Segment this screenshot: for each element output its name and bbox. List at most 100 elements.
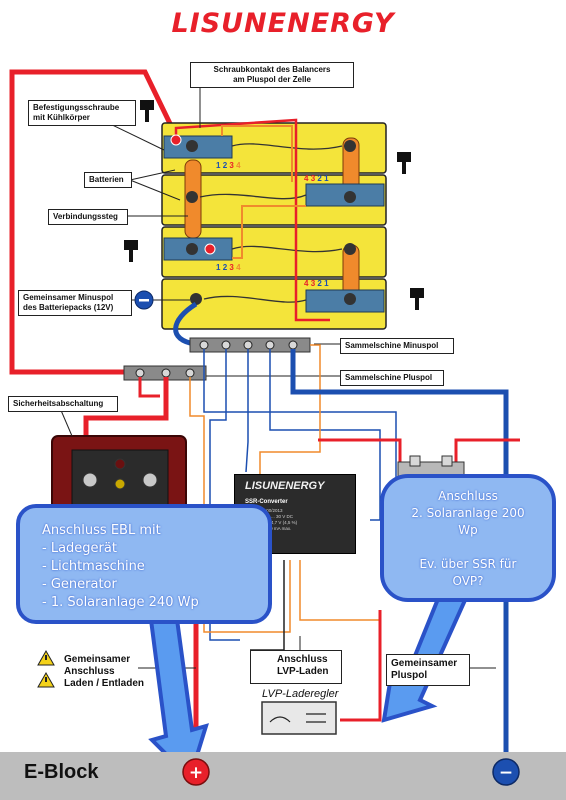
pin-number: 4 [236, 161, 241, 170]
callout-solar-2-connection: Anschluss 2. Solaranlage 200 Wp Ev. über… [380, 474, 556, 602]
pin-number: 1 [324, 279, 329, 288]
plus-terminal-icon [182, 758, 210, 786]
minus-terminal-icon [492, 758, 520, 786]
label-line: LVP-Laden [277, 666, 329, 677]
label-pointer [59, 407, 73, 437]
balancer-pin-numbers: 4 3 2 1 [304, 279, 329, 288]
callout-line: OVP? [452, 574, 484, 588]
callout-ebl-connection: Anschluss EBL mit - Ladegerät - Lichtmas… [16, 504, 272, 624]
cell-terminal [344, 293, 356, 305]
callout-line: - Ladegerät [42, 541, 117, 556]
callout-line: 2. Solaranlage 200 [411, 506, 525, 520]
batteries-label: Batterien [84, 172, 132, 188]
connector-bar-label: Verbindungssteg [48, 209, 128, 225]
pin-number: 3 [229, 263, 234, 272]
balancer-plus-wire [221, 125, 293, 182]
plus-marker [170, 134, 182, 146]
callout-line: Anschluss [438, 489, 498, 503]
callout-line: - 1. Solaranlage 240 Wp [42, 595, 199, 610]
label-line: Laden / Entladen [64, 678, 145, 689]
balancer-sense-wire [231, 143, 343, 150]
warning-icon [37, 649, 55, 666]
cell-terminal [186, 191, 198, 203]
balancer-pin-numbers: 1 2 3 4 [216, 161, 241, 170]
label-line: am Pluspol der Zelle [233, 75, 311, 84]
balancer-contact-label: Schraubkontakt des Balancers am Pluspol … [190, 62, 354, 88]
thin-orange-wire [259, 344, 321, 474]
label-line: Gemeinsamer [391, 658, 458, 669]
label-line: Anschluss [277, 654, 328, 665]
pin-number: 4 [304, 174, 309, 183]
label-line: Befestigungsschraube [33, 103, 120, 112]
label-line: Schraubkontakt des Balancers [213, 65, 331, 74]
relay-terminal [82, 472, 98, 488]
callout-line: - Generator [42, 577, 117, 592]
cell-terminal [186, 140, 198, 152]
balancer-plus-wire [232, 205, 306, 259]
red-output-wire [340, 610, 382, 722]
lvp-regulator-label: LVP-Laderegler [262, 688, 339, 700]
callout-line: - Lichtmaschine [42, 559, 145, 574]
pin-number: 1 [216, 263, 221, 272]
safety-cutoff-label: Sicherheitsabschaltung [8, 396, 118, 412]
pin-number: 3 [310, 174, 316, 183]
brand-logo: LISUNENERGY [171, 8, 395, 39]
callout-line: Ev. über SSR für [419, 557, 517, 571]
warning-icon [37, 671, 55, 688]
pin-number: 4 [236, 263, 241, 272]
blue-minus-wire [173, 301, 198, 347]
screw-icon [124, 240, 138, 262]
red-solar-wire [318, 438, 402, 470]
eblock-label: E-Block [24, 761, 99, 783]
ssr-title: SSR-Converter [245, 499, 288, 505]
balancer-plus-wire [174, 118, 330, 322]
red-plus-loop-wire [9, 69, 179, 370]
screw-icon [410, 288, 424, 310]
thin-orange-wire [299, 560, 380, 621]
label-line: Gemeinsamer Minuspol [23, 293, 114, 302]
red-solar-wire [454, 438, 520, 470]
pin-number: 1 [324, 174, 329, 183]
relay-terminal [142, 472, 158, 488]
cell-terminal [344, 140, 356, 152]
cell-terminal [190, 293, 202, 305]
eblock-bar [0, 752, 566, 800]
label-line: Pluspol [391, 670, 428, 681]
pin-number: 1 [216, 161, 221, 170]
label-pointer [129, 169, 176, 181]
relay-terminal [114, 478, 126, 490]
pin-number: 2 [222, 263, 228, 272]
thin-blue-wire [245, 349, 249, 473]
cell-terminal [186, 243, 198, 255]
plus-marker [204, 243, 216, 255]
pin-number: 2 [317, 279, 322, 288]
relay-terminal [114, 458, 126, 470]
balancer-pin-numbers: 1 2 3 4 [216, 263, 241, 272]
label-line: Gemeinsamer [64, 654, 131, 665]
pin-number: 2 [317, 174, 322, 183]
thin-blue-wire [269, 349, 381, 520]
lvp-regulator-box [261, 701, 337, 735]
battery-pack [161, 118, 387, 330]
screw-icon [397, 152, 411, 174]
pin-number: 3 [229, 161, 234, 170]
label-line: des Batteriepacks (12V) [23, 303, 114, 312]
common-pluspol-label: Gemeinsamer Pluspol [386, 654, 470, 686]
common-connection-label: Gemeinsamer Anschluss Laden / Entladen [64, 654, 144, 690]
label-line: Anschluss [64, 666, 115, 677]
balancer-pin-numbers: 4 3 2 1 [304, 174, 329, 183]
pin-number: 2 [222, 161, 228, 170]
lvp-charge-label: Anschluss LVP-Laden [250, 650, 342, 684]
busbar-plus-label: Sammelschine Pluspol [340, 370, 444, 386]
label-pointer [129, 179, 181, 201]
common-minus-label: Gemeinsamer Minuspol des Batteriepacks (… [18, 290, 132, 316]
cell-terminal [344, 191, 356, 203]
callout-line: Wp [458, 523, 478, 537]
ssr-brand: LISUNENERGY [245, 480, 325, 492]
pin-number: 3 [310, 279, 316, 288]
minus-terminal-symbol: − [499, 763, 513, 783]
callout-line: Anschluss EBL mit [42, 523, 161, 538]
mounting-screw-label: Befestigungsschraube mit Kühlkörper [28, 100, 136, 126]
cell-terminal [344, 243, 356, 255]
